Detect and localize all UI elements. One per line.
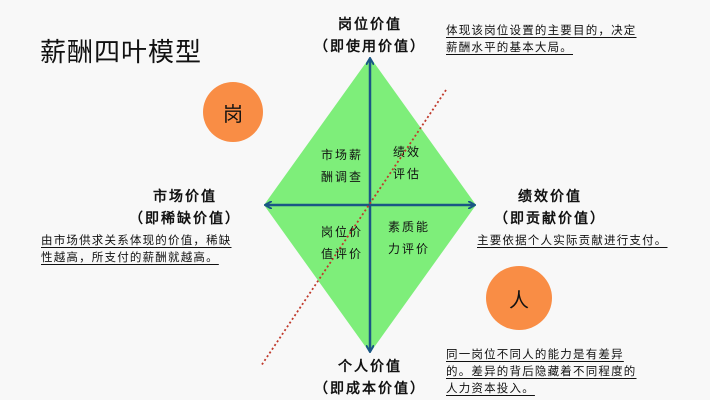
axis-label-left: 市场价值 （即稀缺价值） [115, 186, 255, 230]
axis-bottom-line1: 个人价值 [338, 359, 402, 375]
quadrant-bottom-left-line: 值评价 [320, 247, 363, 261]
quadrant-bottom-right-line: 力评价 [387, 242, 430, 256]
badge-ren-label: 人 [509, 287, 529, 312]
axis-top-line1: 岗位价值 [338, 17, 402, 33]
quadrant-bottom-left: 岗位价 值评价 [315, 221, 369, 265]
axis-label-right: 绩效价值 （即贡献价值） [480, 186, 620, 230]
description-top-line: 体现该岗位设置的主要目的，决定 [446, 23, 637, 37]
quadrant-bottom-left-line: 岗位价 [320, 225, 363, 239]
description-right: 主要依据个人实际贡献进行支付。 [477, 232, 668, 249]
description-right-line: 主要依据个人实际贡献进行支付。 [477, 233, 668, 247]
axis-left-line2: （即稀缺价值） [129, 211, 241, 227]
description-top: 体现该岗位设置的主要目的，决定 薪酬水平的基本大局。 [446, 22, 637, 56]
quadrant-top-left-line: 酬调查 [320, 170, 363, 184]
description-bottom-line: 的。差异的背后隐藏着不同程度的 [446, 364, 637, 378]
axis-right-line2: （即贡献价值） [494, 211, 606, 227]
description-top-line: 薪酬水平的基本大局。 [446, 40, 573, 54]
description-bottom-line: 人力资本投入。 [446, 381, 535, 395]
diagonal-dotted-line [260, 89, 447, 367]
description-left-line: 由市场供求关系体现的价值，稀缺 [41, 233, 232, 247]
badge-gang: 岗 [203, 82, 263, 142]
quadrant-bottom-right-line: 素质能 [387, 220, 430, 234]
description-bottom-line: 同一岗位不同人的能力是有差异 [446, 347, 624, 361]
quadrant-top-right-line: 绩效 [392, 145, 421, 159]
quadrant-bottom-right: 素质能 力评价 [382, 216, 436, 260]
badge-ren: 人 [486, 266, 552, 330]
axis-label-bottom: 个人价值 （即成本价值） [300, 356, 440, 400]
description-left: 由市场供求关系体现的价值，稀缺 性越高，所支付的薪酬就越高。 [41, 232, 232, 266]
axis-bottom-line2: （即成本价值） [314, 381, 426, 397]
description-left-line: 性越高，所支付的薪酬就越高。 [41, 250, 219, 264]
badge-gang-label: 岗 [223, 101, 243, 126]
quadrant-top-left: 市场薪 酬调查 [315, 144, 369, 188]
axis-right-line1: 绩效价值 [518, 189, 582, 205]
axis-left-line1: 市场价值 [153, 189, 217, 205]
quadrant-top-right-line: 评估 [392, 167, 421, 181]
axis-label-top: 岗位价值 （即使用价值） [300, 14, 440, 58]
quadrant-top-right: 绩效 评估 [380, 141, 434, 185]
page-title: 薪酬四叶模型 [40, 38, 203, 68]
quadrant-top-left-line: 市场薪 [320, 148, 363, 162]
axis-top-line2: （即使用价值） [314, 39, 426, 55]
description-bottom: 同一岗位不同人的能力是有差异 的。差异的背后隐藏着不同程度的 人力资本投入。 [446, 346, 637, 397]
